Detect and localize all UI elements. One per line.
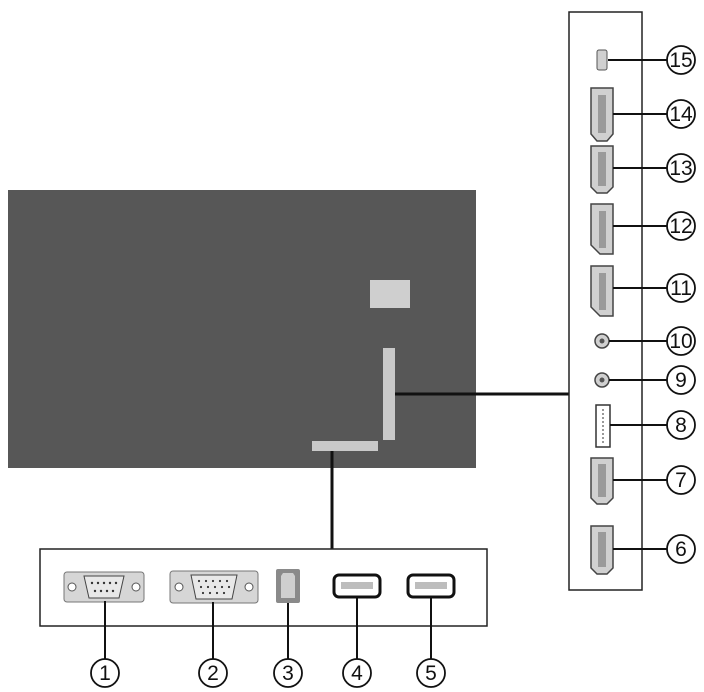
usb-a-port-icon — [332, 573, 382, 599]
callout-number: 9 — [675, 369, 687, 392]
callout-6: 6 — [613, 534, 696, 564]
callout-15: 15 — [608, 45, 696, 75]
audio-jack-icon — [594, 372, 610, 388]
callout-9: 9 — [609, 365, 696, 395]
usb-a-port-icon — [406, 573, 456, 599]
callout-14: 14 — [613, 99, 696, 129]
callout-11: 11 — [613, 273, 696, 303]
vga-port-icon — [169, 570, 259, 604]
callout-number: 15 — [669, 49, 692, 72]
callout-number: 13 — [669, 157, 692, 180]
callout-number: 14 — [669, 103, 693, 126]
displayport-port-icon — [590, 265, 614, 317]
callout-number: 5 — [425, 662, 437, 685]
serial-db9-port-icon — [63, 571, 145, 603]
bottom-connector-strip — [312, 441, 378, 451]
hdmi-port-icon — [590, 145, 614, 194]
callout-3: 3 — [273, 603, 303, 688]
callout-8: 8 — [610, 410, 696, 440]
callout-number: 3 — [282, 662, 294, 685]
hdmi-port-icon — [590, 87, 614, 142]
callout-number: 10 — [669, 330, 692, 353]
hdmi-port-icon — [590, 457, 614, 505]
callout-number: 11 — [670, 277, 692, 300]
side-connector-strip — [383, 348, 395, 440]
callout-5: 5 — [416, 597, 446, 688]
audio-jack-icon — [594, 333, 610, 349]
callout-10: 10 — [609, 326, 696, 356]
tv-rear-panel — [8, 190, 476, 468]
callout-number: 1 — [99, 662, 111, 685]
callout-number: 7 — [675, 469, 687, 492]
callout-number: 2 — [207, 662, 219, 685]
displayport-port-icon — [590, 203, 614, 255]
hdmi-port-icon — [590, 525, 614, 575]
callout-number: 6 — [675, 538, 687, 561]
callout-7: 7 — [613, 465, 696, 495]
callout-2: 2 — [198, 602, 228, 688]
callout-13: 13 — [613, 153, 696, 183]
usb-b-port-icon — [276, 569, 300, 603]
callout-12: 12 — [613, 211, 696, 241]
sd-card-slot-icon — [595, 404, 611, 448]
micro-usb-port-icon — [596, 49, 608, 71]
tv-badge — [370, 280, 410, 308]
callout-number: 4 — [351, 662, 363, 685]
callout-number: 12 — [669, 215, 692, 238]
callout-4: 4 — [342, 597, 372, 688]
callout-number: 8 — [675, 414, 687, 437]
callout-1: 1 — [90, 601, 120, 688]
